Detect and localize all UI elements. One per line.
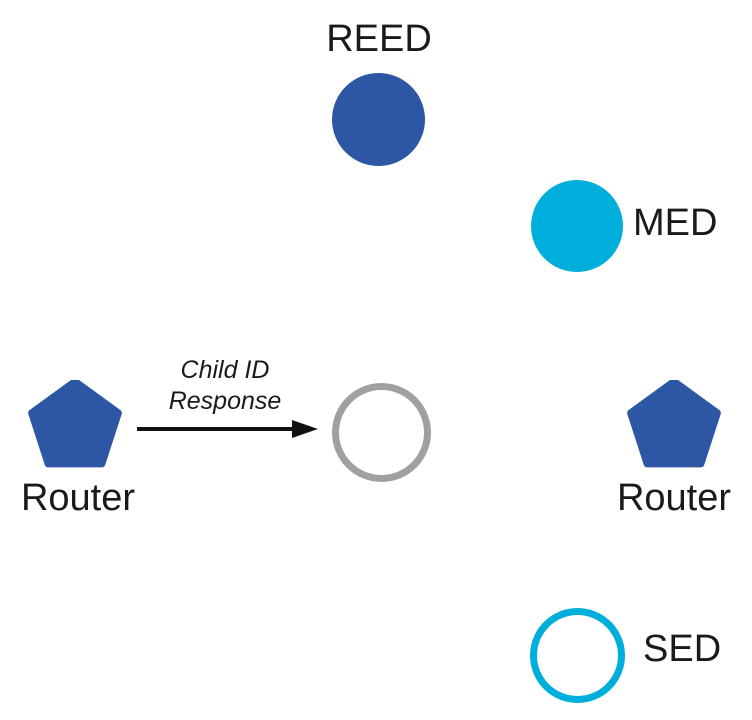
- reed-node: [332, 73, 425, 166]
- reed-node-label: REED: [326, 18, 432, 60]
- med-node-label: MED: [633, 202, 718, 244]
- arrowhead-icon: [292, 420, 318, 438]
- message-line-2: Response: [168, 387, 282, 415]
- router-right-pentagon-icon: [627, 380, 721, 468]
- router-right-label: Router: [616, 477, 732, 519]
- sed-node-label: SED: [643, 628, 722, 670]
- pentagon-shape: [28, 380, 122, 468]
- child-id-response-arrow: [137, 420, 318, 438]
- child-id-response-label: Child ID Response: [169, 355, 282, 417]
- message-line-1: Child ID: [180, 356, 270, 384]
- router-left-pentagon-icon: [28, 380, 122, 468]
- sed-node: [530, 608, 625, 703]
- joining-child-node: [332, 383, 431, 482]
- pentagon-shape: [627, 380, 721, 468]
- router-left-label: Router: [20, 477, 136, 519]
- med-node: [531, 180, 623, 272]
